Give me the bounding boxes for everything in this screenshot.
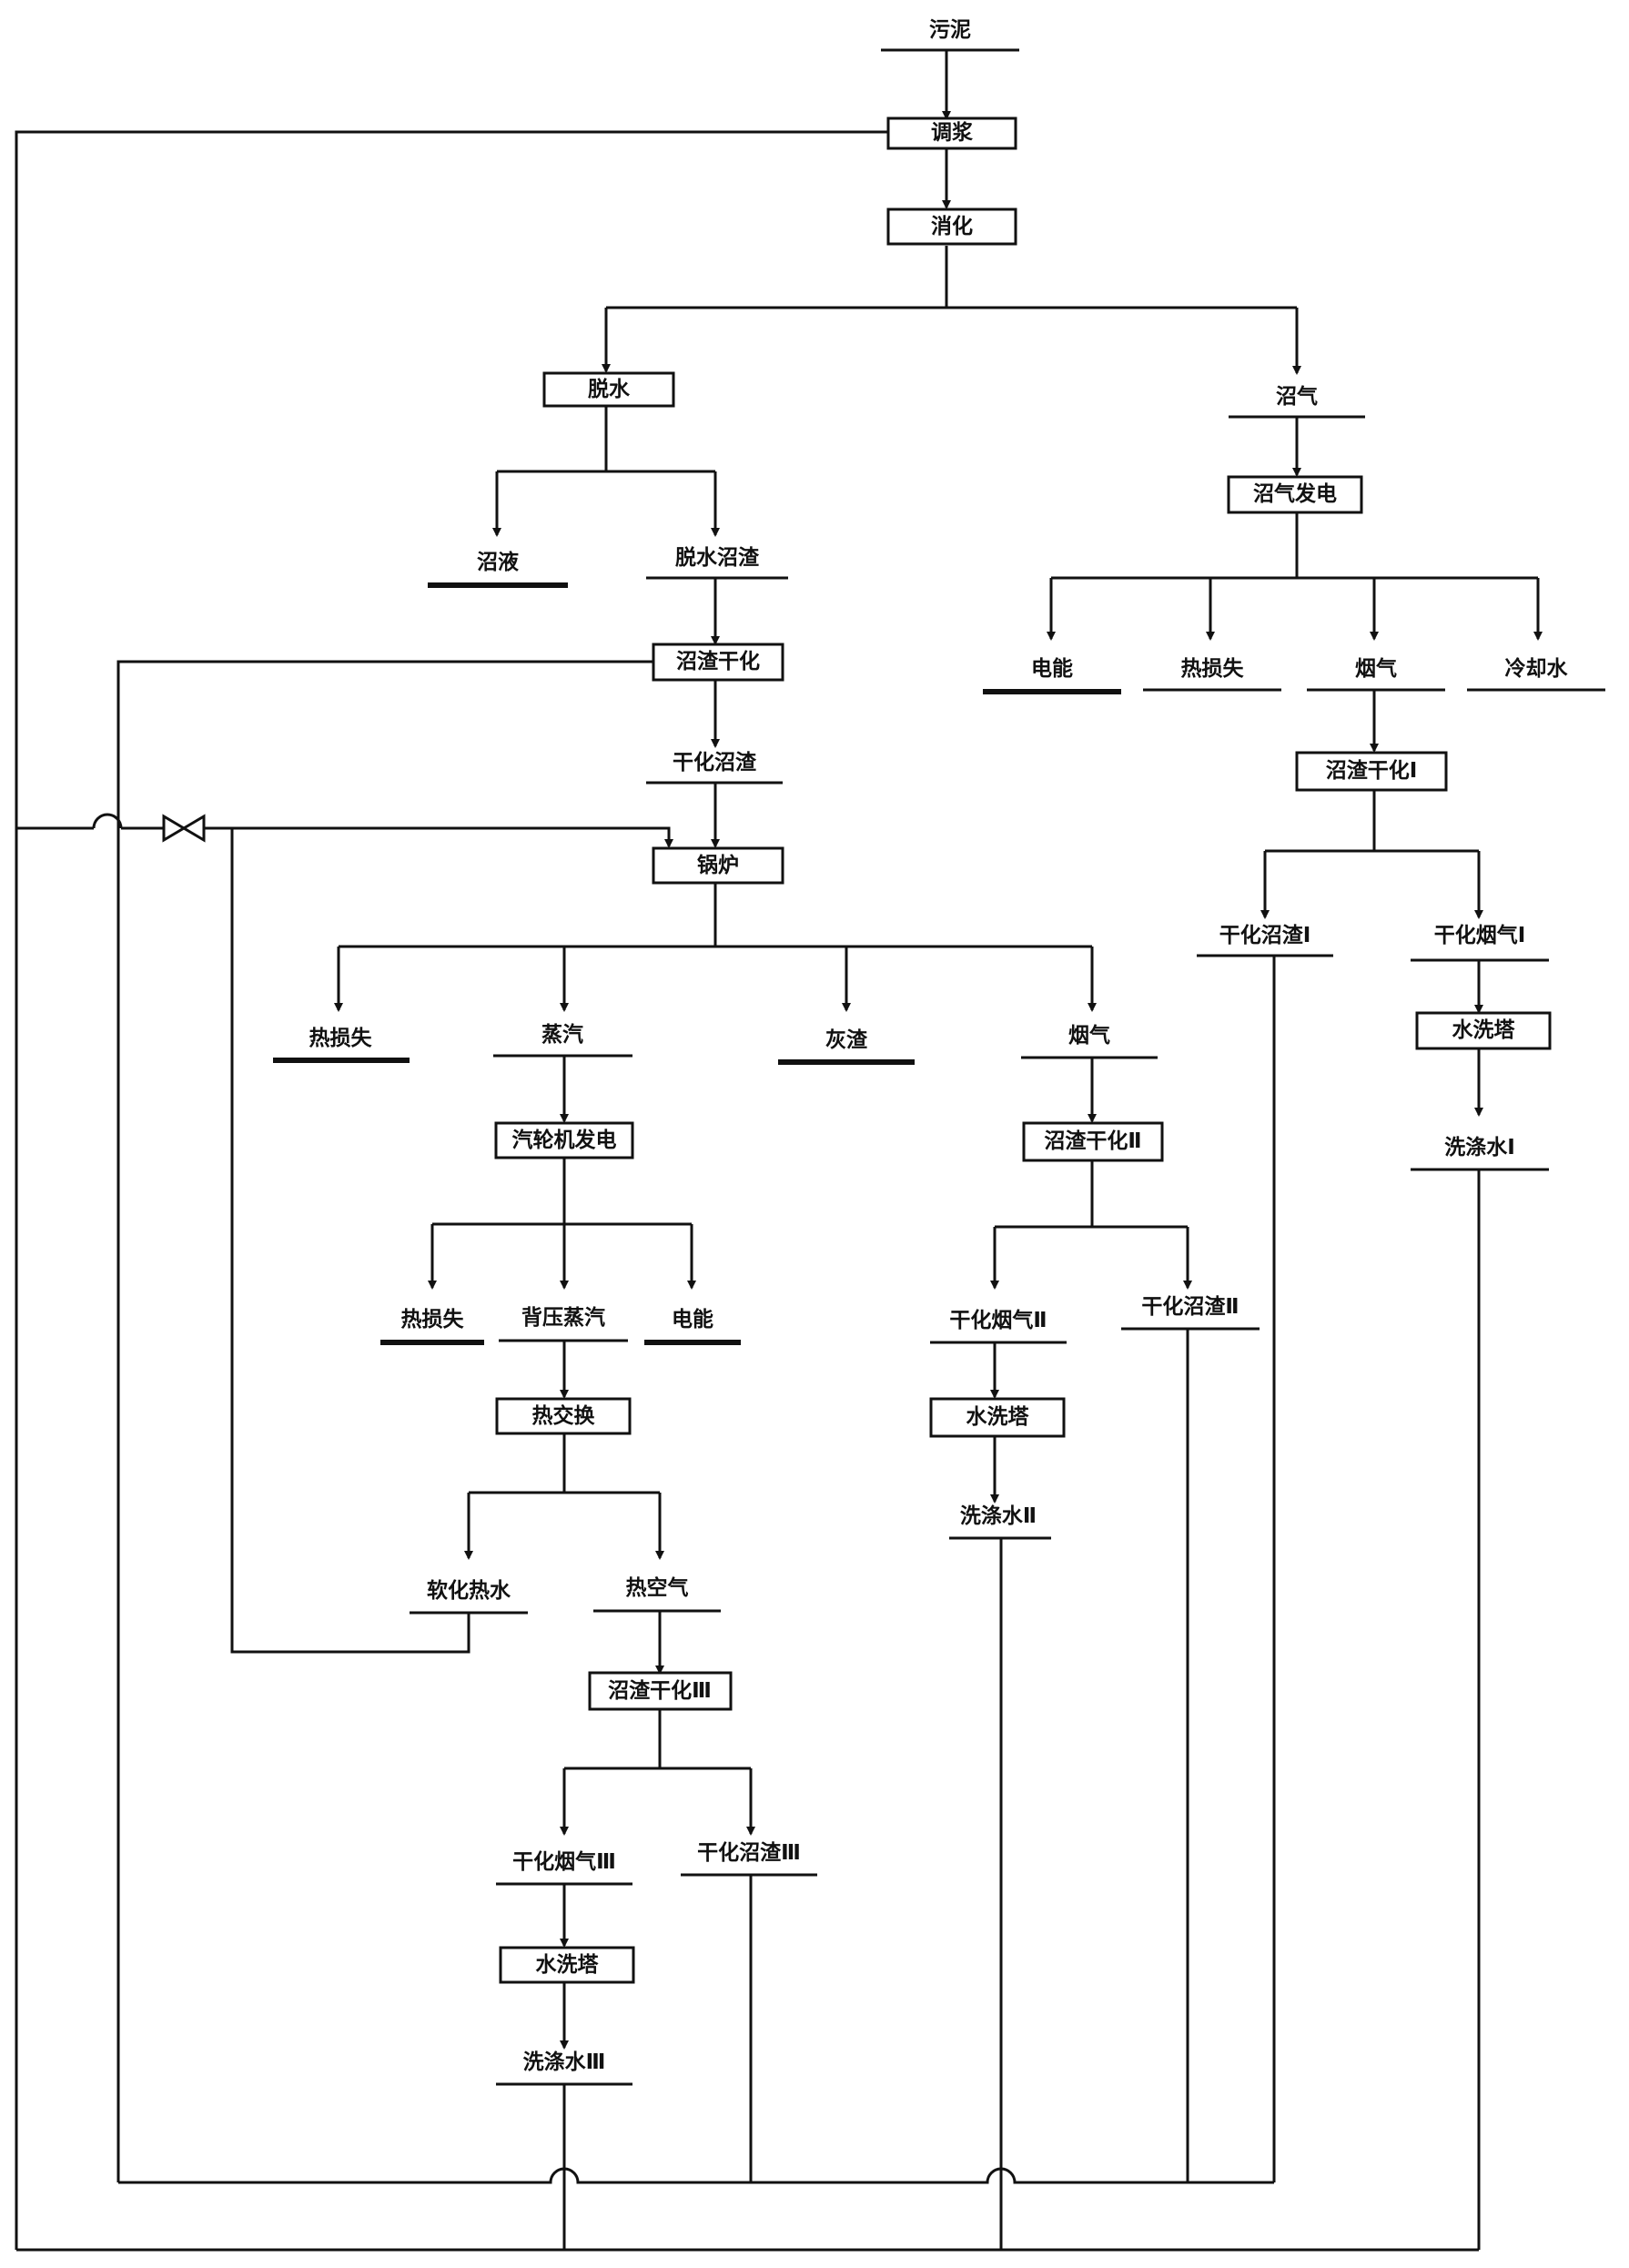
label-hot-air: 热空气 <box>626 1575 689 1600</box>
label-back-pressure-steam: 背压蒸汽 <box>521 1305 605 1330</box>
box-scrubber-2 <box>929 1397 1066 1438</box>
label-dewater: 脱水 <box>588 377 631 401</box>
label-adjust: 调浆 <box>931 120 973 145</box>
label-dried-flue-gas-3: 干化烟气Ⅲ <box>512 1849 616 1874</box>
box-sludge-dry-1 <box>1295 751 1448 792</box>
flow-connectors <box>15 50 1543 2252</box>
label-electric-1: 电能 <box>1031 656 1073 681</box>
label-dried-flue-gas-1: 干化烟气Ⅰ <box>1434 923 1526 947</box>
label-dried-flue-gas-2: 干化烟气Ⅱ <box>949 1308 1047 1332</box>
label-softened-hot-water: 软化热水 <box>427 1578 511 1603</box>
label-flue-gas-1: 烟气 <box>1355 656 1397 681</box>
label-flue-gas-2: 烟气 <box>1068 1023 1110 1048</box>
label-ash: 灰渣 <box>825 1028 868 1052</box>
label-sludge-dry-2: 沼渣干化Ⅱ <box>1044 1129 1141 1153</box>
box-biogas-power <box>1227 475 1363 514</box>
box-heat-exchange <box>495 1397 632 1435</box>
process-boxes <box>494 116 1552 1984</box>
label-heat-exchange: 热交换 <box>532 1403 596 1428</box>
label-sludge-dry-top: 沼渣干化 <box>676 649 760 673</box>
label-sludge-dry-1: 沼渣干化Ⅰ <box>1326 758 1418 783</box>
label-dried-residue: 干化沼渣 <box>673 750 757 775</box>
label-boiler: 锅炉 <box>697 853 739 877</box>
box-scrubber-3 <box>499 1946 635 1984</box>
box-sludge-dry-3 <box>588 1671 733 1711</box>
label-heat-loss-2: 热损失 <box>309 1027 373 1050</box>
label-dried-residue-2: 干化沼渣Ⅱ <box>1141 1294 1239 1319</box>
label-biogas: 沼气 <box>1276 384 1318 409</box>
label-digest: 消化 <box>931 214 973 238</box>
label-washing-water-2: 洗涤水Ⅱ <box>960 1504 1037 1528</box>
label-biogas-slurry: 沼液 <box>477 550 519 574</box>
label-washing-water-1: 洗涤水Ⅰ <box>1444 1135 1515 1159</box>
label-dried-residue-3: 干化沼渣Ⅲ <box>697 1840 801 1865</box>
box-adjust <box>886 116 1017 150</box>
label-scrubber-1: 水洗塔 <box>1452 1018 1516 1042</box>
label-sludge: 污泥 <box>929 18 971 42</box>
box-sludge-dry-2 <box>1022 1121 1164 1162</box>
label-turbine: 汽轮机发电 <box>512 1128 617 1152</box>
label-scrubber-2: 水洗塔 <box>966 1405 1030 1429</box>
label-dried-residue-1: 干化沼渣Ⅰ <box>1219 923 1311 947</box>
box-boiler <box>652 846 784 885</box>
label-underlines <box>273 48 1605 2086</box>
label-biogas-power: 沼气发电 <box>1253 481 1337 506</box>
label-heat-loss-3: 热损失 <box>401 1308 465 1331</box>
label-cooling-water: 冷却水 <box>1505 656 1569 681</box>
box-sludge-dry-top <box>652 643 784 682</box>
box-scrubber-1 <box>1415 1011 1552 1050</box>
label-washing-water-3: 洗涤水Ⅲ <box>523 2050 606 2074</box>
label-scrubber-3: 水洗塔 <box>536 1953 600 1977</box>
label-steam: 蒸汽 <box>541 1022 583 1047</box>
label-electric-2: 电能 <box>672 1307 713 1331</box>
label-sludge-dry-3: 沼渣干化Ⅲ <box>608 1678 712 1703</box>
box-turbine <box>494 1121 634 1159</box>
box-dewater <box>542 371 675 408</box>
label-dewatered-residue: 脱水沼渣 <box>675 545 760 570</box>
box-digest <box>886 208 1017 246</box>
label-heat-loss-1: 热损失 <box>1181 657 1245 681</box>
